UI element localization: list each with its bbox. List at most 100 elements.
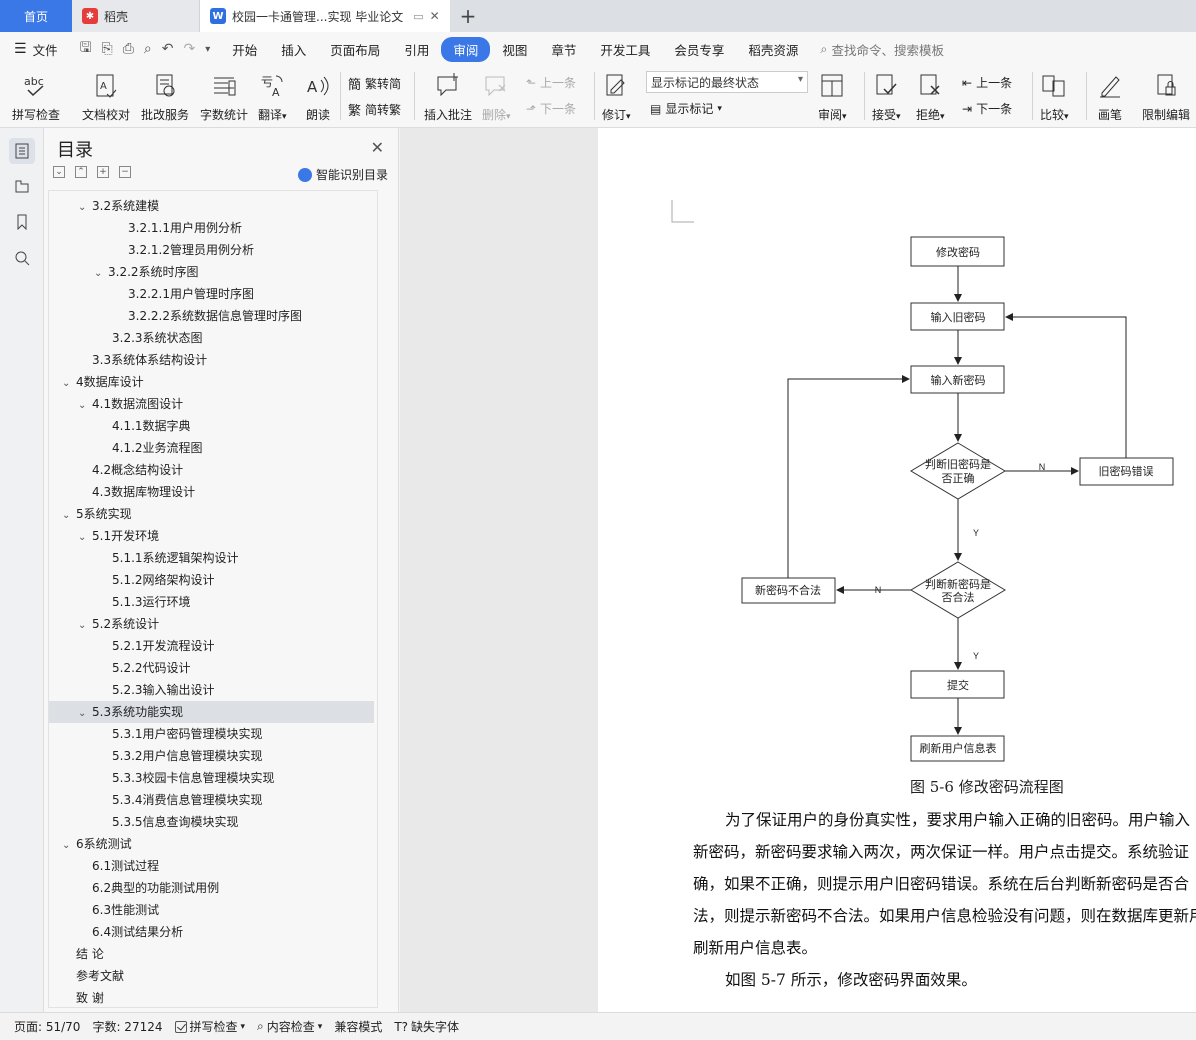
collapse-icon[interactable]: ⌃ <box>75 166 87 178</box>
toc-item[interactable]: 3.2.2.1用户管理时序图 <box>49 283 374 305</box>
compare-button[interactable]: 比较▾ <box>1040 72 1069 123</box>
toc-item[interactable]: 4.1.2业务流程图 <box>49 437 374 459</box>
review-pane-button[interactable]: 审阅▾ <box>818 72 847 123</box>
toc-item[interactable]: 5.1.2网络架构设计 <box>49 569 374 591</box>
chevron-down-icon[interactable]: ▾ <box>205 43 211 55</box>
insert-comment-button[interactable]: 插入批注 <box>424 72 472 123</box>
batch-service-button[interactable]: 批改服务 <box>141 72 189 123</box>
simp-to-trad-button[interactable]: 繁简转繁 <box>348 100 401 119</box>
redo-icon[interactable]: ↷ <box>183 41 196 57</box>
toc-item[interactable]: 3.3系统体系结构设计 <box>49 349 374 371</box>
tab-document[interactable]: W 校园一卡通管理...实现 毕业论文 ▭ ✕ <box>200 0 450 32</box>
export-icon[interactable]: ⎘ <box>101 41 113 57</box>
next-comment-button[interactable]: ⬏下一条 <box>526 100 576 117</box>
minus-icon[interactable]: − <box>119 166 131 178</box>
content-check-toggle[interactable]: ⌕内容检查▾ <box>251 1018 328 1035</box>
menu-developer[interactable]: 开发工具 <box>600 42 651 58</box>
undo-icon[interactable]: ↶ <box>161 41 174 57</box>
prev-comment-button[interactable]: ⬑上一条 <box>526 74 576 91</box>
word-count-button[interactable]: 字数统计 <box>200 72 248 123</box>
menu-layout[interactable]: 页面布局 <box>330 42 381 58</box>
reject-button[interactable]: 拒绝▾ <box>916 72 945 123</box>
toc-item[interactable]: 3.2.2.2系统数据信息管理时序图 <box>49 305 374 327</box>
toc-item[interactable]: 5.2.1开发流程设计 <box>49 635 374 657</box>
chevron-down-icon[interactable]: ⌄ <box>62 840 71 851</box>
tab-daoke[interactable]: ✱ 稻壳 <box>72 0 200 32</box>
spell-check-button[interactable]: abc 拼写检查 <box>12 72 60 123</box>
menu-chapter[interactable]: 章节 <box>551 42 577 58</box>
toc-item[interactable]: 4.1.1数据字典 <box>49 415 374 437</box>
toc-item[interactable]: 3.2.3系统状态图 <box>49 327 374 349</box>
chevron-down-icon[interactable]: ⌄ <box>62 510 71 521</box>
toc-item[interactable]: ⌄3.2.2系统时序图 <box>49 261 374 283</box>
menu-insert[interactable]: 插入 <box>281 42 307 58</box>
markup-state-select[interactable]: 显示标记的最终状态 <box>646 71 808 93</box>
search-icon[interactable] <box>9 245 35 271</box>
toc-item[interactable]: 6.4测试结果分析 <box>49 921 374 943</box>
toc-item[interactable]: 5.3.3校园卡信息管理模块实现 <box>49 767 374 789</box>
chapter-nav-icon[interactable] <box>9 173 35 199</box>
chevron-down-icon[interactable]: ⌄ <box>62 378 71 389</box>
print-icon[interactable]: ⎙ <box>122 41 134 57</box>
accept-button[interactable]: 接受▾ <box>872 72 901 123</box>
toc-item[interactable]: ⌄6系统测试 <box>49 833 374 855</box>
doc-proof-button[interactable]: A 文档校对 <box>82 72 130 123</box>
tab-home[interactable]: 首页 <box>0 0 72 32</box>
menu-view[interactable]: 视图 <box>502 42 528 58</box>
toc-item[interactable]: 4.2概念结构设计 <box>49 459 374 481</box>
show-markup-button[interactable]: ▤显示标记▾ <box>650 100 722 117</box>
next-change-button[interactable]: ⇥下一条 <box>962 100 1012 117</box>
toc-item[interactable]: 5.3.1用户密码管理模块实现 <box>49 723 374 745</box>
toc-item[interactable]: 6.2典型的功能测试用例 <box>49 877 374 899</box>
track-changes-button[interactable]: 修订▾ <box>602 72 631 123</box>
toc-item[interactable]: 参考文献 <box>49 965 374 987</box>
spell-check-toggle[interactable]: 拼写检查▾ <box>169 1018 252 1035</box>
toc-item[interactable]: 致 谢 <box>49 987 374 1007</box>
toc-item[interactable]: 5.1.1系统逻辑架构设计 <box>49 547 374 569</box>
toc-item[interactable]: ⌄5.3系统功能实现 <box>49 701 374 723</box>
preview-icon[interactable]: ⌕ <box>143 41 152 57</box>
toc-item[interactable]: 6.3性能测试 <box>49 899 374 921</box>
toc-item[interactable]: 3.2.1.1用户用例分析 <box>49 217 374 239</box>
chevron-down-icon[interactable]: ⌄ <box>78 708 87 719</box>
toc-item[interactable]: 5.2.3输入输出设计 <box>49 679 374 701</box>
pen-button[interactable]: 画笔 <box>1096 72 1124 123</box>
trad-to-simp-button[interactable]: 簡繁转简 <box>348 74 401 93</box>
file-menu[interactable]: ☰ 文件 <box>8 40 70 59</box>
toc-item[interactable]: 6.1测试过程 <box>49 855 374 877</box>
missing-font-button[interactable]: T?缺失字体 <box>388 1018 465 1035</box>
toc-item[interactable]: 5.3.5信息查询模块实现 <box>49 811 374 833</box>
chevron-down-icon[interactable]: ⌄ <box>78 202 87 213</box>
toc-item[interactable]: 5.3.2用户信息管理模块实现 <box>49 745 374 767</box>
delete-comment-button[interactable]: 删除▾ <box>482 72 511 123</box>
close-icon[interactable]: ✕ <box>429 9 440 23</box>
read-aloud-button[interactable]: A 朗读 <box>304 72 332 123</box>
toc-item[interactable]: 5.1.3运行环境 <box>49 591 374 613</box>
menu-review[interactable]: 审阅 <box>441 36 491 62</box>
toc-item[interactable]: ⌄5.2系统设计 <box>49 613 374 635</box>
new-tab-button[interactable]: + <box>450 0 486 32</box>
menu-daoke-resource[interactable]: 稻壳资源 <box>748 42 799 58</box>
toc-item[interactable]: ⌄5系统实现 <box>49 503 374 525</box>
word-count-indicator[interactable]: 字数: 27124 <box>92 1020 163 1034</box>
chevron-down-icon[interactable]: ⌄ <box>94 268 103 279</box>
menu-member[interactable]: 会员专享 <box>674 42 725 58</box>
toc-item[interactable]: 3.2.1.2管理员用例分析 <box>49 239 374 261</box>
save-icon[interactable]: 🖫 <box>79 40 92 56</box>
chevron-down-icon[interactable]: ⌄ <box>78 620 87 631</box>
chevron-down-icon[interactable]: ⌄ <box>78 532 87 543</box>
toc-item[interactable]: ⌄4数据库设计 <box>49 371 374 393</box>
restrict-edit-button[interactable]: 限制编辑 <box>1142 72 1190 123</box>
toc-item[interactable]: 结 论 <box>49 943 374 965</box>
bookmark-icon[interactable] <box>9 209 35 235</box>
toc-item[interactable]: 4.3数据库物理设计 <box>49 481 374 503</box>
toc-item[interactable]: ⌄5.1开发环境 <box>49 525 374 547</box>
menu-reference[interactable]: 引用 <box>404 42 430 58</box>
toc-item[interactable]: 5.2.2代码设计 <box>49 657 374 679</box>
chevron-down-icon[interactable]: ⌄ <box>78 400 87 411</box>
command-search[interactable]: ⌕ 查找命令、搜索模板 <box>820 40 944 59</box>
toc-item[interactable]: ⌄3.2系统建模 <box>49 195 374 217</box>
close-icon[interactable]: ✕ <box>370 138 384 157</box>
menu-start[interactable]: 开始 <box>232 42 258 58</box>
